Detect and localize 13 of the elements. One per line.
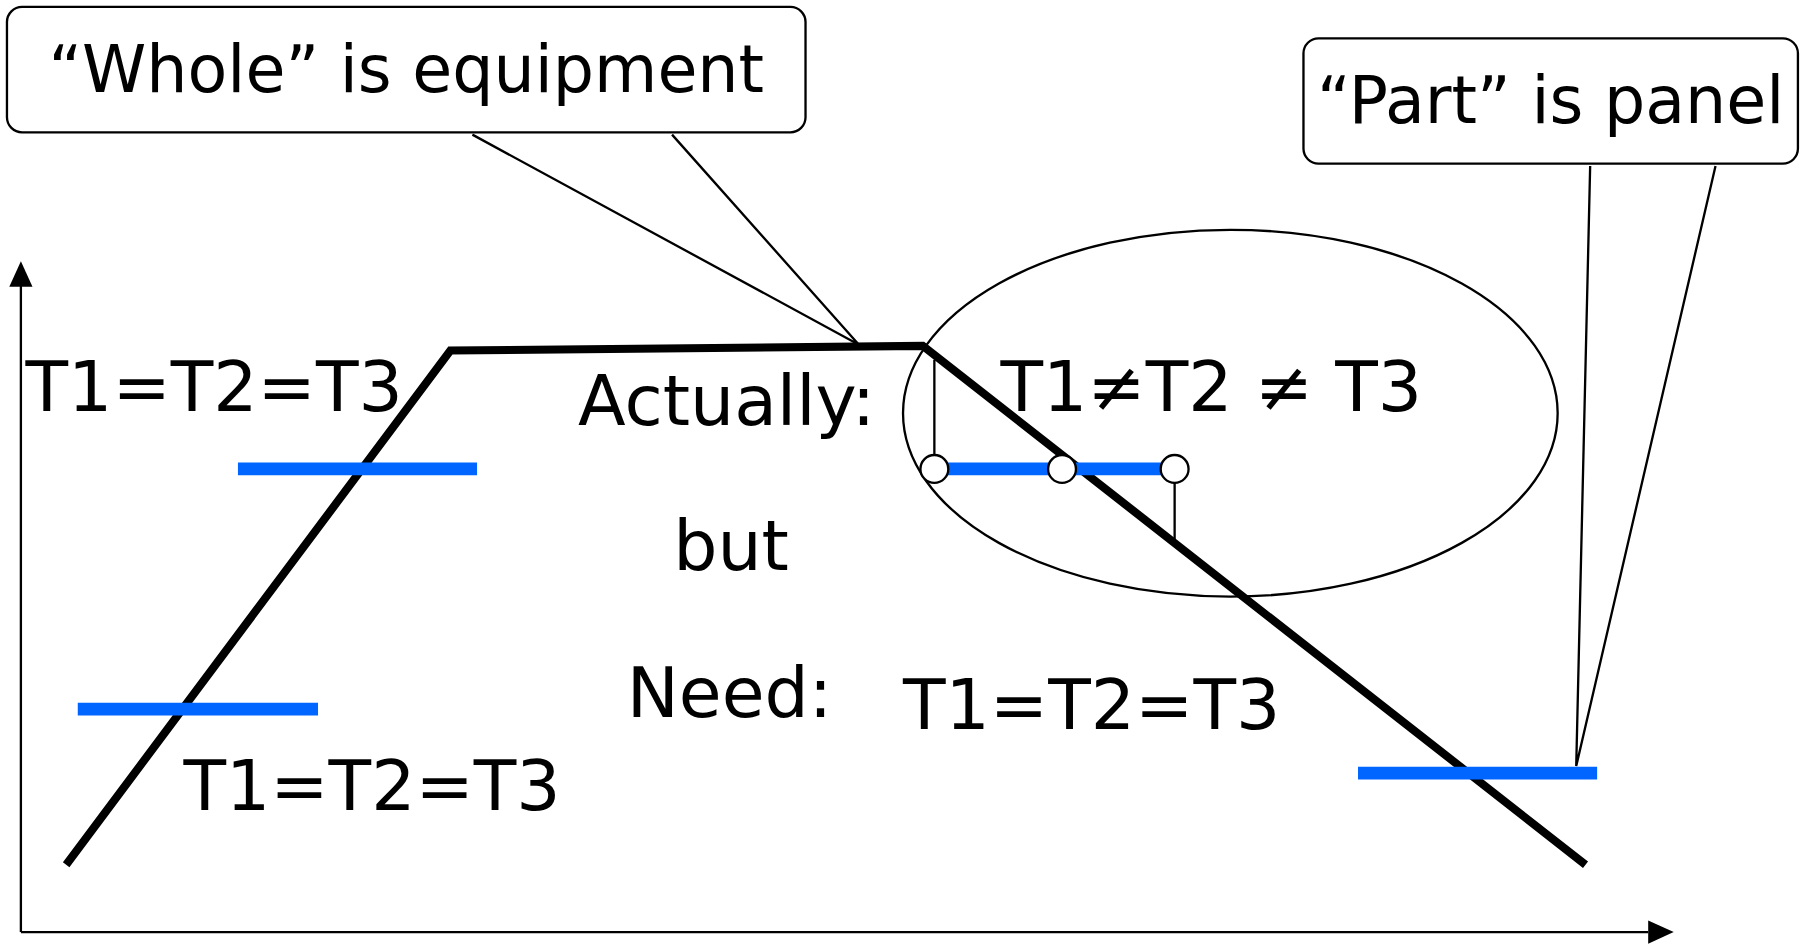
equation-label: T1=T2=T3: [25, 348, 403, 425]
callout-text: “Whole” is equipment: [48, 33, 765, 106]
callout-box: [1302, 37, 1800, 165]
equation-label: T1≠T2 ≠ T3: [1000, 348, 1423, 425]
annotation-text: Need:: [626, 654, 833, 732]
callout-text: “Part” is panel: [1317, 65, 1785, 137]
equation-label: T1=T2=T3: [903, 666, 1281, 743]
equation-label: T1=T2=T3: [183, 747, 561, 825]
annotation-text: but: [673, 507, 789, 584]
annotation-text: Actually:: [578, 362, 876, 439]
leader-line: [471, 133, 861, 346]
leader-line: [1575, 165, 1717, 768]
callout-box: [5, 5, 807, 134]
